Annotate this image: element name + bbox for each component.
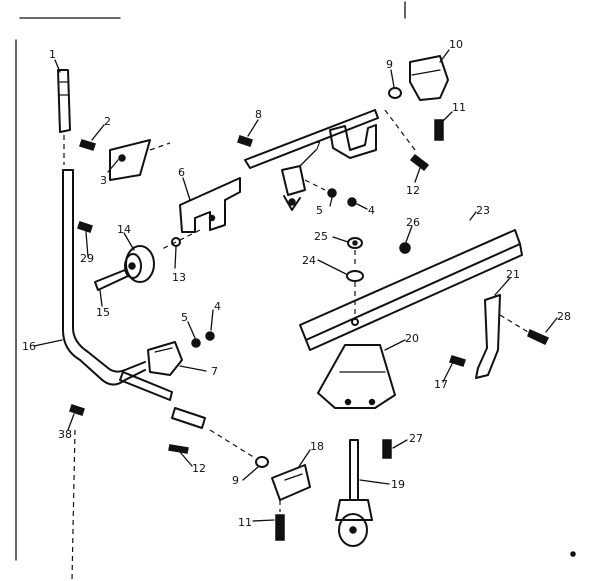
- washer-9-lower-part: [255, 456, 269, 468]
- rail-bracket-6-part: [179, 177, 241, 233]
- callout-4-lower: 4: [214, 300, 221, 313]
- screw-26-part: [399, 242, 411, 254]
- pin-12-top-part: [409, 153, 430, 172]
- callout-38: 38: [58, 428, 72, 441]
- pin-12-lower-part: [168, 444, 189, 454]
- callout-11-lower: 11: [238, 516, 252, 529]
- screw-11-lower-part: [275, 514, 285, 541]
- callout-12-lower: 12: [192, 462, 206, 475]
- screw-8-part: [237, 135, 253, 147]
- callout-17: 17: [434, 378, 448, 391]
- callout-12-top: 12: [406, 184, 420, 197]
- callout-20: 20: [405, 332, 419, 345]
- screw-4-upper-part: [347, 197, 357, 207]
- callout-23: 23: [476, 204, 490, 217]
- control-rod-part: [62, 169, 146, 386]
- screw-4-lower-part: [205, 331, 215, 341]
- screw-27-part: [382, 439, 392, 459]
- callout-2: 2: [104, 115, 111, 128]
- callout-11-top: 11: [452, 101, 466, 114]
- leader-line: [499, 314, 529, 333]
- bracket-3-part: [109, 139, 151, 181]
- washer-9-top-part: [388, 87, 402, 99]
- callout-8: 8: [255, 108, 262, 121]
- handle-grip-part: [57, 69, 71, 133]
- leader-line: [304, 179, 326, 191]
- channel-rail-23-part: [299, 229, 523, 351]
- upper-rail-part: [244, 109, 379, 169]
- callout-19: 19: [391, 478, 405, 491]
- callout-9-top: 9: [386, 58, 393, 71]
- screw-2-part: [79, 139, 96, 151]
- callout-29: 29: [80, 252, 94, 265]
- callout-18: 18: [310, 440, 324, 453]
- callout-10: 10: [449, 38, 463, 51]
- screw-11-top-part: [434, 119, 444, 141]
- scan-dot: [570, 551, 576, 557]
- axle-15-part: [94, 269, 129, 291]
- nut-5-lower-part: [191, 338, 201, 348]
- screw-28-part: [527, 328, 550, 345]
- callout-25: 25: [314, 230, 328, 243]
- screw-38-part: [69, 404, 85, 416]
- callout-14: 14: [117, 223, 131, 236]
- leader-line: [209, 429, 256, 459]
- callout-1: 1: [49, 48, 56, 61]
- washer-25-part: [347, 237, 363, 249]
- callout-16: 16: [22, 340, 36, 353]
- callout-13: 13: [172, 271, 186, 284]
- arm-bracket-21-part: [475, 294, 501, 379]
- callout-pointers: [33, 49, 558, 522]
- nut-5-upper-part: [327, 188, 337, 198]
- callout-3: 3: [100, 174, 107, 187]
- callout-5-lower: 5: [181, 311, 188, 324]
- callout-24: 24: [302, 254, 316, 267]
- callout-21: 21: [506, 268, 520, 281]
- callout-7-upper: 7: [314, 140, 321, 153]
- bracket-18-part: [271, 464, 311, 501]
- callout-9-lower: 9: [232, 474, 239, 487]
- callout-7-lower: 7: [211, 365, 218, 378]
- callout-27: 27: [409, 432, 423, 445]
- callout-26: 26: [406, 216, 420, 229]
- clamp-7-lower-part: [147, 341, 183, 376]
- callout-15: 15: [96, 306, 110, 319]
- caster-19-part: [335, 439, 373, 547]
- callout-28: 28: [557, 310, 571, 323]
- washer-13-part: [171, 237, 181, 247]
- pulley-bracket-7-part: [281, 165, 306, 211]
- screw-17-part: [449, 355, 466, 367]
- callout-4-upper: 4: [368, 204, 375, 217]
- top-bracket-10-part: [409, 55, 449, 101]
- leader-line: [159, 229, 201, 251]
- leader-line: [71, 429, 76, 581]
- callout-5-upper: 5: [316, 204, 323, 217]
- wheel-14-part: [124, 245, 155, 283]
- leader-line: [149, 142, 171, 151]
- washer-24-part: [346, 270, 364, 282]
- screw-29-part: [77, 221, 93, 233]
- callout-6: 6: [178, 166, 185, 179]
- leader-line: [384, 109, 416, 151]
- linkage-part: [119, 371, 206, 429]
- caster-housing-20-part: [317, 344, 396, 409]
